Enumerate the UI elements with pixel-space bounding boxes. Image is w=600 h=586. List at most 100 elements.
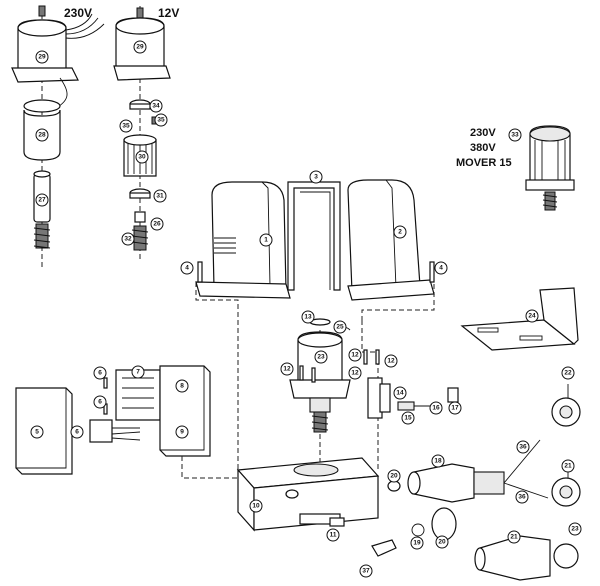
cover-assembly	[195, 179, 435, 320]
bearing-34-side	[129, 103, 151, 110]
callout-number: 21	[510, 534, 518, 541]
motor-flange	[11, 67, 79, 83]
release-11	[329, 517, 345, 527]
callout-circle	[175, 379, 189, 393]
callout-circle	[30, 425, 44, 439]
callout-number: 27	[38, 197, 46, 204]
callout-4: 4	[434, 261, 448, 275]
callout-number: 12	[387, 358, 395, 365]
callout-27: 27	[35, 193, 49, 207]
callout-number: 34	[152, 103, 160, 110]
gear-housing-top	[23, 99, 61, 113]
label-230v: 230V	[64, 6, 92, 20]
callout-circle	[259, 233, 273, 247]
callout-circle	[410, 536, 424, 550]
worm-gear	[35, 223, 49, 249]
callout-circle	[133, 40, 147, 54]
callout-circle	[516, 440, 530, 454]
callout-circle	[508, 128, 522, 142]
label-mover-15: MOVER 15	[456, 157, 512, 169]
callout-35: 35	[154, 113, 168, 127]
callout-circle	[434, 261, 448, 275]
label-alt-380v: 380V	[470, 142, 496, 154]
cover-1-edge	[261, 181, 271, 287]
alt-motor-top	[529, 126, 571, 142]
alt-motor-fins	[534, 140, 566, 184]
gear-shaft-assembly	[387, 384, 581, 581]
cover-8	[159, 365, 211, 457]
callout-21: 21	[561, 459, 575, 473]
callout-23: 23	[568, 522, 582, 536]
callout-number: 12	[351, 352, 359, 359]
callout-2: 2	[393, 225, 407, 239]
base-housing-10	[181, 456, 397, 557]
motor-23-flange	[289, 379, 351, 399]
callout-12: 12	[280, 362, 294, 376]
callout-circle	[121, 232, 135, 246]
motor-top-cap	[115, 17, 165, 35]
cover-2	[347, 179, 421, 293]
callout-number: 7	[136, 369, 140, 376]
callout-10: 10	[249, 499, 263, 513]
callout-circle	[175, 425, 189, 439]
callout-number: 10	[252, 503, 260, 510]
motor-shaft-top	[136, 7, 144, 19]
control-electronics	[15, 365, 211, 475]
label-12v: 12V	[158, 6, 179, 20]
pinion-upper-hub	[559, 405, 573, 419]
callout-37: 37	[359, 564, 373, 578]
callout-number: 2	[398, 229, 402, 236]
callout-3: 3	[309, 170, 323, 184]
callout-9: 9	[175, 425, 189, 439]
motor-wire-1	[65, 13, 93, 31]
cover-1	[211, 181, 287, 291]
callout-circle	[387, 469, 401, 483]
callout-number: 6	[98, 370, 102, 377]
callout-33: 33	[508, 128, 522, 142]
callout-15: 15	[401, 411, 415, 425]
callout-36: 36	[516, 440, 530, 454]
motor-wire-2	[65, 17, 99, 35]
cover-2-edge	[385, 179, 397, 289]
callout-24: 24	[525, 309, 539, 323]
callout-13: 13	[301, 310, 315, 324]
callout-circle	[35, 128, 49, 142]
callout-circle	[568, 522, 582, 536]
callout-number: 8	[180, 383, 184, 390]
switch-14-block	[397, 401, 415, 411]
callout-number: 36	[518, 494, 526, 501]
worm-thread	[131, 229, 149, 245]
screw-12a	[299, 365, 304, 381]
callout-circle	[401, 411, 415, 425]
callout-number: 24	[528, 313, 536, 320]
callout-number: 22	[564, 370, 572, 377]
callout-31: 31	[153, 189, 167, 203]
callout-circle	[435, 535, 449, 549]
callout-number: 16	[432, 405, 440, 412]
callout-26: 26	[150, 217, 164, 231]
callout-number: 20	[390, 473, 398, 480]
callout-circle	[448, 401, 462, 415]
armature-top	[123, 134, 157, 146]
callout-circle	[561, 459, 575, 473]
ring-19	[411, 523, 425, 537]
callout-number: 19	[413, 540, 421, 547]
bush-17	[447, 387, 459, 403]
callout-20: 20	[435, 535, 449, 549]
callout-number: 6	[75, 429, 79, 436]
callout-circle	[429, 401, 443, 415]
cover-frame-3	[287, 181, 341, 291]
alt-motor-flange	[525, 179, 575, 191]
housing-front	[253, 475, 379, 531]
callout-17: 17	[448, 401, 462, 415]
screw-12b	[311, 367, 316, 383]
motor-23-top	[297, 332, 343, 348]
callout-number: 29	[38, 54, 46, 61]
frame-inner	[300, 191, 331, 290]
callout-number: 21	[564, 463, 572, 470]
callout-number: 35	[122, 123, 130, 130]
callout-29: 29	[133, 40, 147, 54]
label-alt-230v: 230V	[470, 127, 496, 139]
callout-number: 3	[314, 174, 318, 181]
